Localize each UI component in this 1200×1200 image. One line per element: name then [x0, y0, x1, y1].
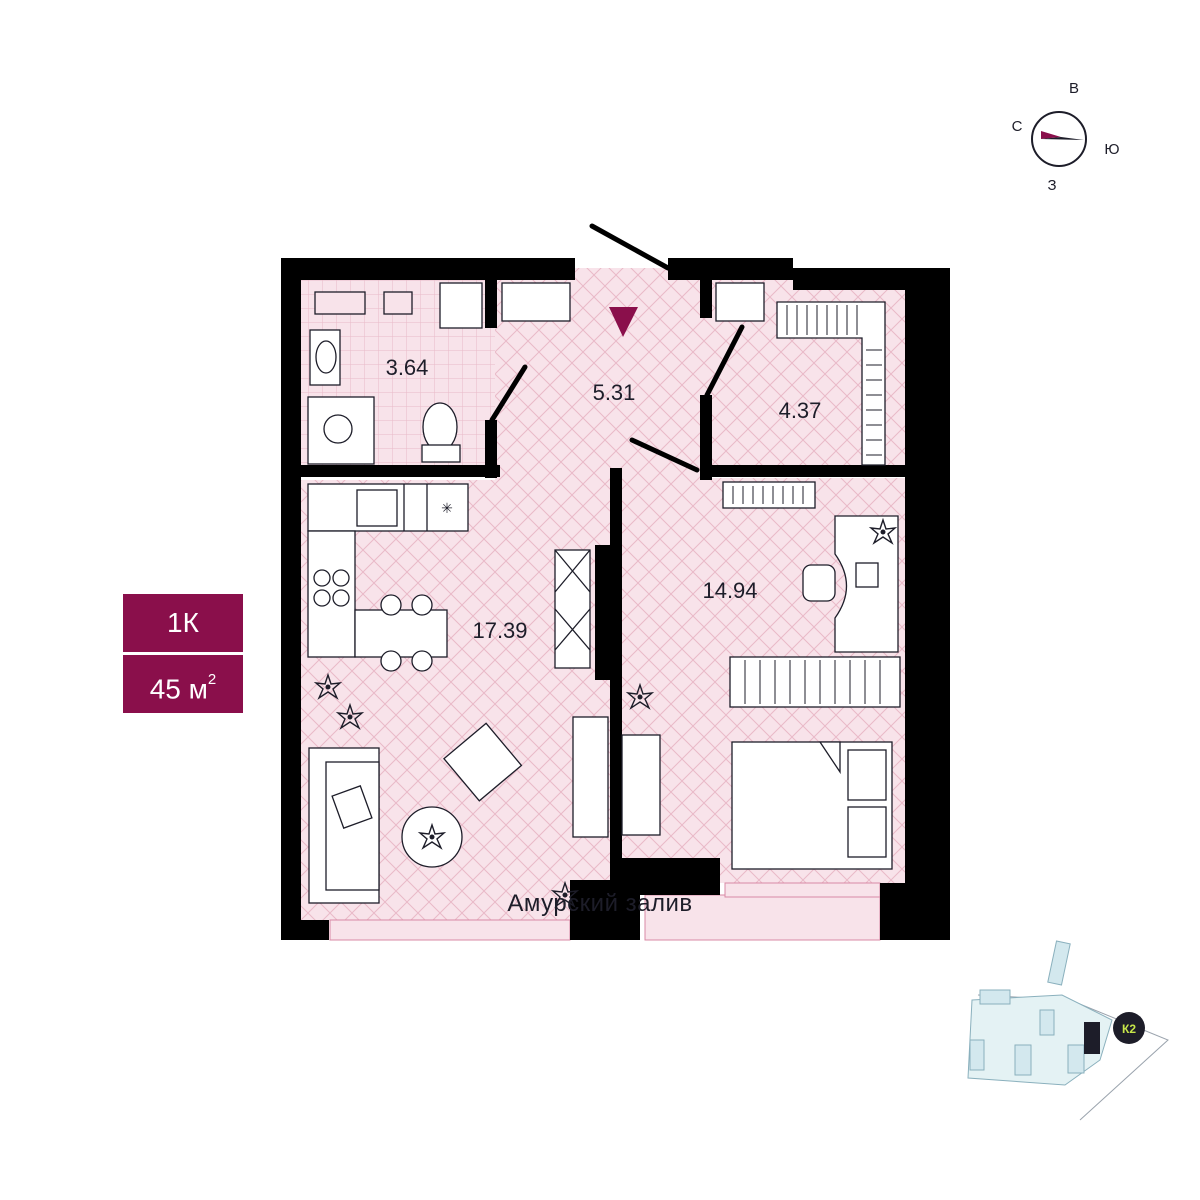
compass-west: С [1012, 118, 1023, 135]
living-kitchen-area: 17.39 [472, 618, 527, 643]
wardrobe-area: 4.37 [779, 398, 822, 423]
compass-north: В [1069, 80, 1079, 97]
entrance-marker-icon [609, 307, 638, 337]
stove-icon [313, 569, 350, 607]
fridge-icon: ✳ [441, 500, 453, 516]
unit-type-badge: 1К [123, 594, 243, 652]
compass-south: З [1047, 177, 1056, 194]
wardrobe-fixtures [715, 282, 886, 466]
balcony [644, 894, 881, 941]
living-fixtures [308, 549, 661, 904]
site-plan: К2 [967, 940, 1169, 1121]
site-plan-building-highlight [1084, 1022, 1100, 1054]
kitchen-fixtures [307, 483, 469, 672]
compass-icon: В Ю З С [1012, 80, 1120, 194]
toilet-icon [422, 402, 458, 452]
living-window [329, 919, 571, 941]
doors [489, 223, 745, 473]
wardrobe-hangers [786, 305, 882, 456]
hall-cabinet [501, 282, 571, 322]
unit-area-value: 45 м [149, 673, 208, 705]
site-plan-building-label: К2 [1122, 1022, 1136, 1036]
walls [281, 258, 950, 940]
unit-area-superscript: 2 [207, 671, 217, 688]
hall-area: 5.31 [593, 380, 636, 405]
bedroom-area: 14.94 [702, 578, 757, 603]
bedroom-fixtures [722, 481, 901, 870]
compass-east: Ю [1104, 141, 1119, 158]
unit-rooms-label: 1К [167, 607, 199, 638]
bookshelf-lines [732, 486, 881, 704]
unit-area-badge: 45 м2 [123, 655, 243, 713]
bathroom-area: 3.64 [386, 355, 429, 380]
view-caption: Амурский залив [507, 890, 693, 917]
bathroom-fixtures [307, 282, 483, 465]
